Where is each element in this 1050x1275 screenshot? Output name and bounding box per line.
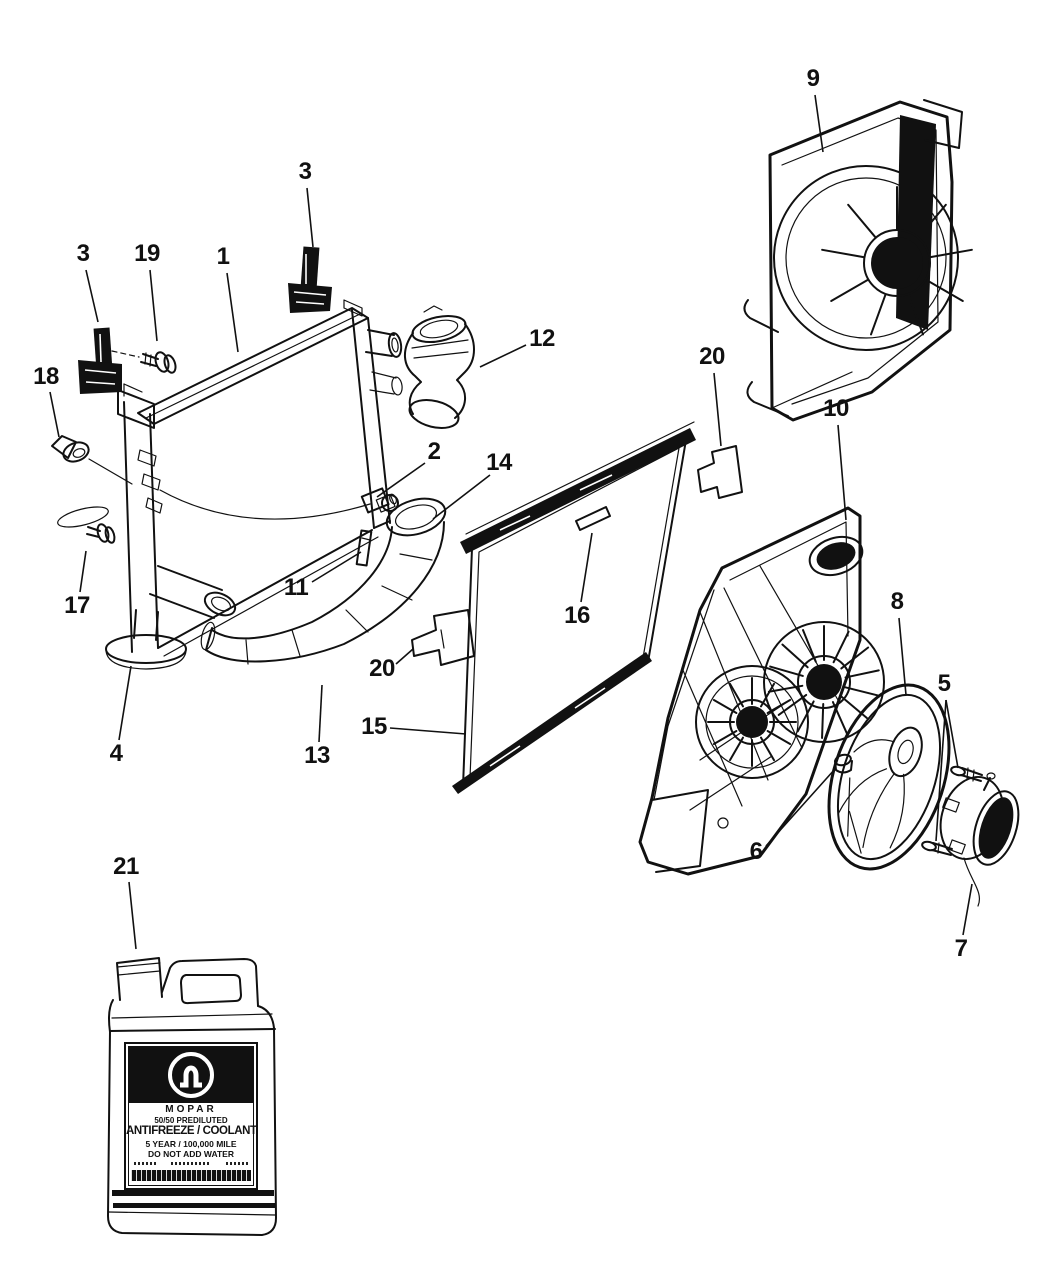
- callout-19-3: 19: [134, 240, 160, 267]
- bracket-upper-right: [288, 246, 332, 313]
- jug-text-prediluted: 50/50 PREDILUTED: [154, 1116, 228, 1125]
- jug-label-brand-band: [129, 1047, 253, 1103]
- fan-8: [807, 670, 970, 885]
- lower-hose-13: [199, 522, 444, 664]
- callout-1-4: 1: [216, 243, 230, 270]
- jug-label: MOPAR 50/50 PREDILUTED ANTIFREEZE / COOL…: [124, 1042, 258, 1190]
- callout-15-17: 15: [361, 713, 387, 740]
- callout-5-15: 5: [937, 670, 951, 697]
- callout-2-9: 2: [427, 438, 441, 465]
- callout-17-13: 17: [64, 592, 90, 619]
- callout-3-2: 3: [76, 240, 90, 267]
- callout-4-18: 4: [109, 740, 123, 767]
- clip-20-lower: [412, 610, 474, 665]
- jug-micro-print-bar: [131, 1170, 251, 1181]
- mopar-omega-logo: [168, 1052, 214, 1098]
- draincock-17: [56, 503, 116, 544]
- elbow-12: [405, 306, 474, 433]
- callout-16-12: 16: [564, 602, 590, 629]
- sensor-plug-18: [52, 436, 132, 484]
- screw-19: [112, 351, 178, 374]
- callout-3-1: 3: [298, 158, 312, 185]
- hose-neck-14: [382, 492, 450, 541]
- fan-module-9: [744, 100, 971, 420]
- callout-10-8: 10: [823, 395, 849, 422]
- callout-6-20: 6: [749, 838, 763, 865]
- radiator-core: [452, 422, 696, 794]
- leader-lines: [50, 95, 972, 949]
- coolant-jug-21: [108, 958, 276, 1235]
- jug-brand-text: MOPAR: [165, 1104, 217, 1115]
- jug-label-border: [128, 1046, 254, 1186]
- callout-20-7: 20: [699, 343, 725, 370]
- jug-text-mileage: 5 YEAR / 100,000 MILE: [145, 1139, 237, 1149]
- callout-18-5: 18: [33, 363, 59, 390]
- callout-7-21: 7: [954, 935, 968, 962]
- callout-12-6: 12: [529, 325, 555, 352]
- dual-fan-shroud-10: [640, 508, 884, 874]
- jug-text-no-water: DO NOT ADD WATER: [148, 1149, 234, 1159]
- callout-21-22: 21: [113, 853, 139, 880]
- callout-9-0: 9: [806, 65, 820, 92]
- callout-8-14: 8: [890, 588, 904, 615]
- jug-fine-print: [134, 1162, 248, 1167]
- callout-11-11: 11: [283, 574, 309, 601]
- callout-14-10: 14: [486, 449, 512, 476]
- bracket-upper-left: [78, 327, 122, 394]
- radiator: [106, 300, 403, 669]
- jug-text-antifreeze: ANTIFREEZE / COOLANT: [126, 1125, 257, 1137]
- clamp-2: [362, 488, 398, 512]
- fan-motor-7: [930, 769, 1026, 906]
- callout-13-19: 13: [304, 742, 330, 769]
- clip-20-upper: [698, 446, 742, 498]
- clamp-11: [357, 530, 372, 565]
- callout-20-16: 20: [369, 655, 395, 682]
